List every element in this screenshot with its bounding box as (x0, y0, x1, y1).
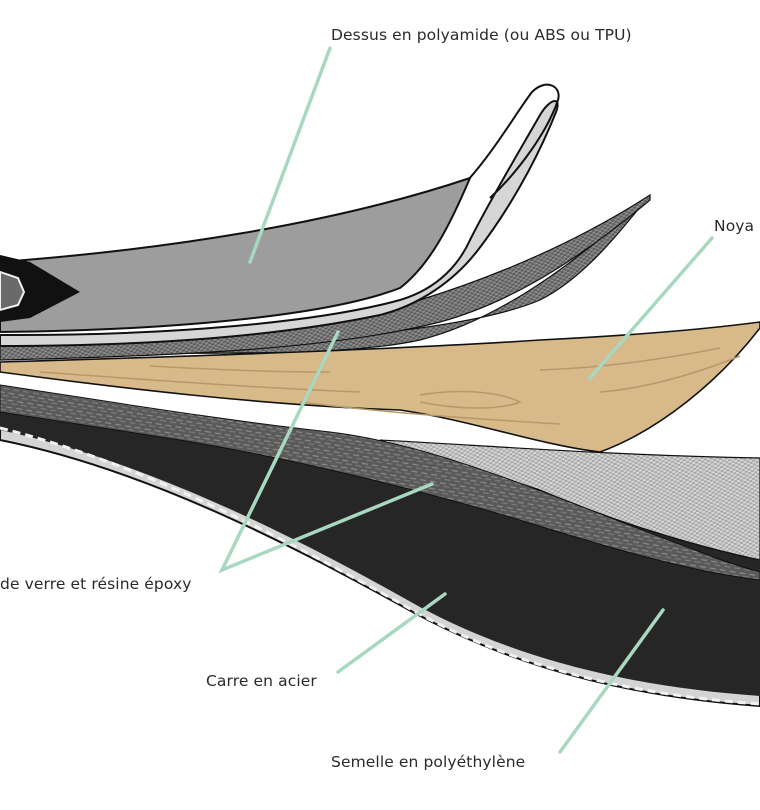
label-core: Noya (714, 217, 755, 235)
leader-core (588, 236, 714, 380)
logo-mark (0, 255, 80, 322)
tip-loop (467, 83, 560, 199)
label-fiberglass: de verre et résine époxy (0, 575, 192, 593)
label-base: Semelle en polyéthylène (331, 753, 526, 771)
top-sheet-layer (0, 83, 560, 348)
tip-loop-inner (476, 95, 536, 179)
top-sheet-surface (0, 176, 472, 334)
leader-fiberglass (218, 330, 434, 574)
label-steel-edge: Carre en acier (206, 672, 317, 690)
leader-base (558, 608, 665, 754)
leader-lines (218, 46, 714, 754)
label-top-sheet: Dessus en polyamide (ou ABS ou TPU) (331, 26, 632, 44)
wood-grain (39, 347, 741, 425)
wood-core-layer (0, 321, 760, 453)
leader-edge (336, 592, 447, 674)
leader-top-sheet (248, 46, 332, 264)
steel-edge-dashes (0, 426, 760, 706)
base-body (0, 412, 760, 690)
base-layer (0, 406, 760, 708)
logo-inner (0, 270, 26, 312)
wood-core (0, 321, 760, 453)
